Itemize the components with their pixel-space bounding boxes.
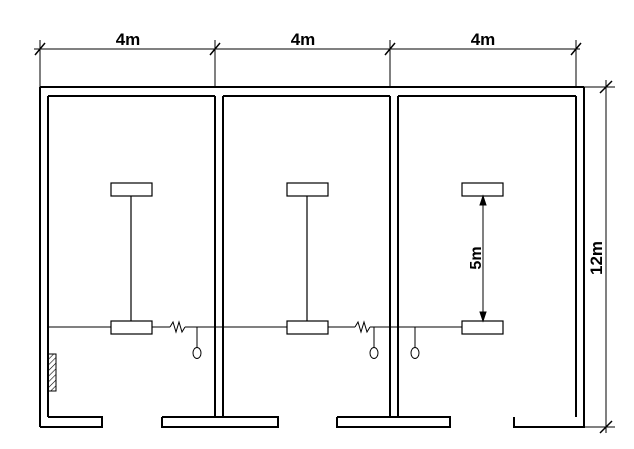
dim-fixture-spacing: 5m <box>468 246 485 269</box>
dim-span-1: 4m <box>116 30 141 49</box>
fixture-bottom-3 <box>461 320 504 335</box>
spacing-dimension <box>479 194 487 323</box>
fixture-top-2 <box>286 182 329 197</box>
fixture-bottom-2 <box>286 320 329 335</box>
resistor-2 <box>354 320 371 334</box>
outlet-1 <box>192 347 202 359</box>
top-dimension <box>34 40 582 88</box>
resistor-1 <box>169 320 186 334</box>
circuit-line <box>48 320 462 334</box>
fixture-top-3 <box>461 182 504 197</box>
dim-span-2: 4m <box>291 30 316 49</box>
fixtures <box>110 182 504 335</box>
dim-span-3: 4m <box>471 30 496 49</box>
outlets <box>192 327 420 359</box>
dim-overall-depth: 12m <box>587 241 606 275</box>
fixture-bottom-1 <box>110 320 153 335</box>
walls <box>39 86 585 428</box>
hatched-panel <box>47 353 57 392</box>
outlet-2 <box>369 347 379 359</box>
outlet-3 <box>410 347 420 359</box>
fixture-top-1 <box>110 182 153 197</box>
